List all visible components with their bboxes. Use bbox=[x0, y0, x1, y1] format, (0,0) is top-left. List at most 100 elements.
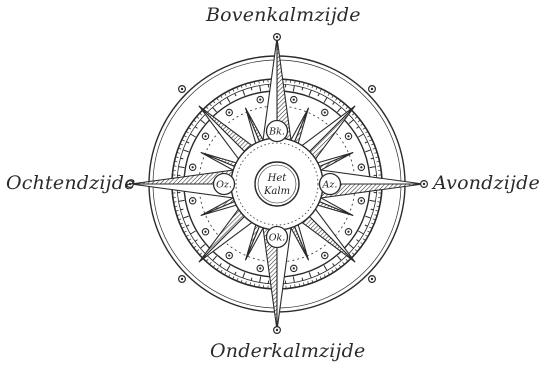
fine-tick bbox=[206, 107, 208, 109]
abbr-west: Oz. bbox=[214, 174, 235, 195]
abbr-south-text: Ok. bbox=[269, 233, 286, 244]
dot-north-center bbox=[276, 36, 278, 38]
dot-southwest-center bbox=[181, 278, 183, 280]
degree-tick bbox=[356, 240, 358, 242]
degree-tick bbox=[324, 97, 327, 102]
scroll-ornament-dot bbox=[360, 166, 362, 168]
fine-tick bbox=[346, 107, 348, 109]
center-disc bbox=[231, 138, 323, 230]
degree-tick bbox=[227, 265, 230, 270]
scroll-ornament-dot bbox=[324, 254, 326, 256]
degree-tick bbox=[190, 134, 195, 137]
scroll-ornament-dot bbox=[347, 231, 349, 233]
scroll-ornament-dot bbox=[192, 200, 194, 202]
center-line-2: Kalm bbox=[263, 186, 290, 197]
fine-tick bbox=[339, 101, 341, 103]
scroll-ornament-dot bbox=[204, 135, 206, 137]
fine-tick bbox=[194, 246, 196, 248]
degree-tick bbox=[371, 158, 374, 159]
abbr-north-text: Bk. bbox=[268, 127, 285, 138]
fine-tick bbox=[200, 253, 202, 255]
fine-tick bbox=[343, 104, 345, 106]
degree-tick bbox=[186, 142, 189, 143]
dot-south-center bbox=[276, 329, 278, 331]
abbr-north: Bk. bbox=[267, 121, 288, 142]
degree-tick bbox=[337, 107, 341, 112]
degree-tick bbox=[302, 278, 303, 281]
degree-tick bbox=[356, 127, 358, 129]
degree-tick bbox=[370, 167, 376, 168]
scroll-ornament-dot bbox=[259, 267, 261, 269]
degree-tick bbox=[302, 87, 303, 90]
degree-tick bbox=[183, 150, 189, 152]
degree-tick bbox=[333, 263, 335, 265]
scroll-ornament-dot bbox=[293, 267, 295, 269]
degree-tick bbox=[190, 231, 195, 234]
fine-tick bbox=[343, 262, 345, 264]
fine-tick bbox=[355, 117, 357, 119]
scroll-ornament-dot bbox=[204, 231, 206, 233]
center-inner-disc bbox=[255, 162, 299, 206]
degree-tick bbox=[220, 263, 222, 265]
degree-tick bbox=[213, 256, 217, 261]
degree-tick bbox=[195, 127, 197, 129]
degree-tick bbox=[309, 90, 311, 96]
fine-tick bbox=[197, 250, 199, 252]
degree-tick bbox=[358, 231, 363, 234]
scroll-ornament-dot bbox=[360, 200, 362, 202]
fine-tick bbox=[200, 113, 202, 115]
degree-tick bbox=[227, 97, 230, 102]
degree-tick bbox=[195, 240, 197, 242]
degree-tick bbox=[293, 86, 294, 92]
fine-tick bbox=[213, 101, 215, 103]
scroll-ornament-dot bbox=[228, 254, 230, 256]
degree-tick bbox=[179, 167, 185, 168]
abbr-west-text: Oz. bbox=[216, 180, 232, 191]
degree-tick bbox=[318, 93, 319, 96]
degree-tick bbox=[309, 272, 311, 278]
degree-tick bbox=[235, 272, 236, 275]
degree-tick bbox=[220, 102, 222, 104]
fine-tick bbox=[355, 250, 357, 252]
fine-tick bbox=[352, 253, 354, 255]
degree-tick bbox=[371, 209, 374, 210]
degree-tick bbox=[349, 244, 354, 248]
degree-tick bbox=[243, 90, 245, 96]
degree-tick bbox=[337, 256, 341, 261]
fine-tick bbox=[206, 259, 208, 261]
label-north: Bovenkalmzijde bbox=[206, 4, 361, 26]
fine-tick bbox=[358, 120, 360, 122]
degree-tick bbox=[365, 225, 368, 226]
label-west: Ochtendzijde bbox=[6, 172, 136, 194]
label-south: Onderkalmzijde bbox=[210, 340, 365, 362]
scroll-ornament-dot bbox=[192, 166, 194, 168]
degree-tick bbox=[324, 265, 327, 270]
abbr-south: Ok. bbox=[267, 227, 288, 248]
degree-tick bbox=[349, 120, 354, 124]
degree-tick bbox=[200, 244, 205, 248]
dot-east-center bbox=[423, 183, 425, 185]
fine-tick bbox=[352, 113, 354, 115]
fine-tick bbox=[197, 117, 199, 119]
degree-tick bbox=[333, 102, 335, 104]
degree-tick bbox=[243, 272, 245, 278]
dot-northeast-center bbox=[371, 88, 373, 90]
label-east: Avondzijde bbox=[433, 172, 539, 194]
degree-tick bbox=[358, 134, 363, 137]
degree-tick bbox=[260, 277, 261, 283]
fine-tick bbox=[358, 246, 360, 248]
degree-tick bbox=[365, 216, 371, 218]
fine-tick bbox=[346, 259, 348, 261]
scroll-ornament-dot bbox=[293, 99, 295, 101]
degree-tick bbox=[179, 200, 185, 201]
degree-tick bbox=[318, 272, 319, 275]
degree-tick bbox=[365, 150, 371, 152]
degree-tick bbox=[260, 86, 261, 92]
scroll-ornament-dot bbox=[259, 99, 261, 101]
degree-tick bbox=[180, 209, 183, 210]
degree-tick bbox=[200, 120, 205, 124]
degree-tick bbox=[365, 142, 368, 143]
dot-northwest-center bbox=[181, 88, 183, 90]
fine-tick bbox=[210, 104, 212, 106]
